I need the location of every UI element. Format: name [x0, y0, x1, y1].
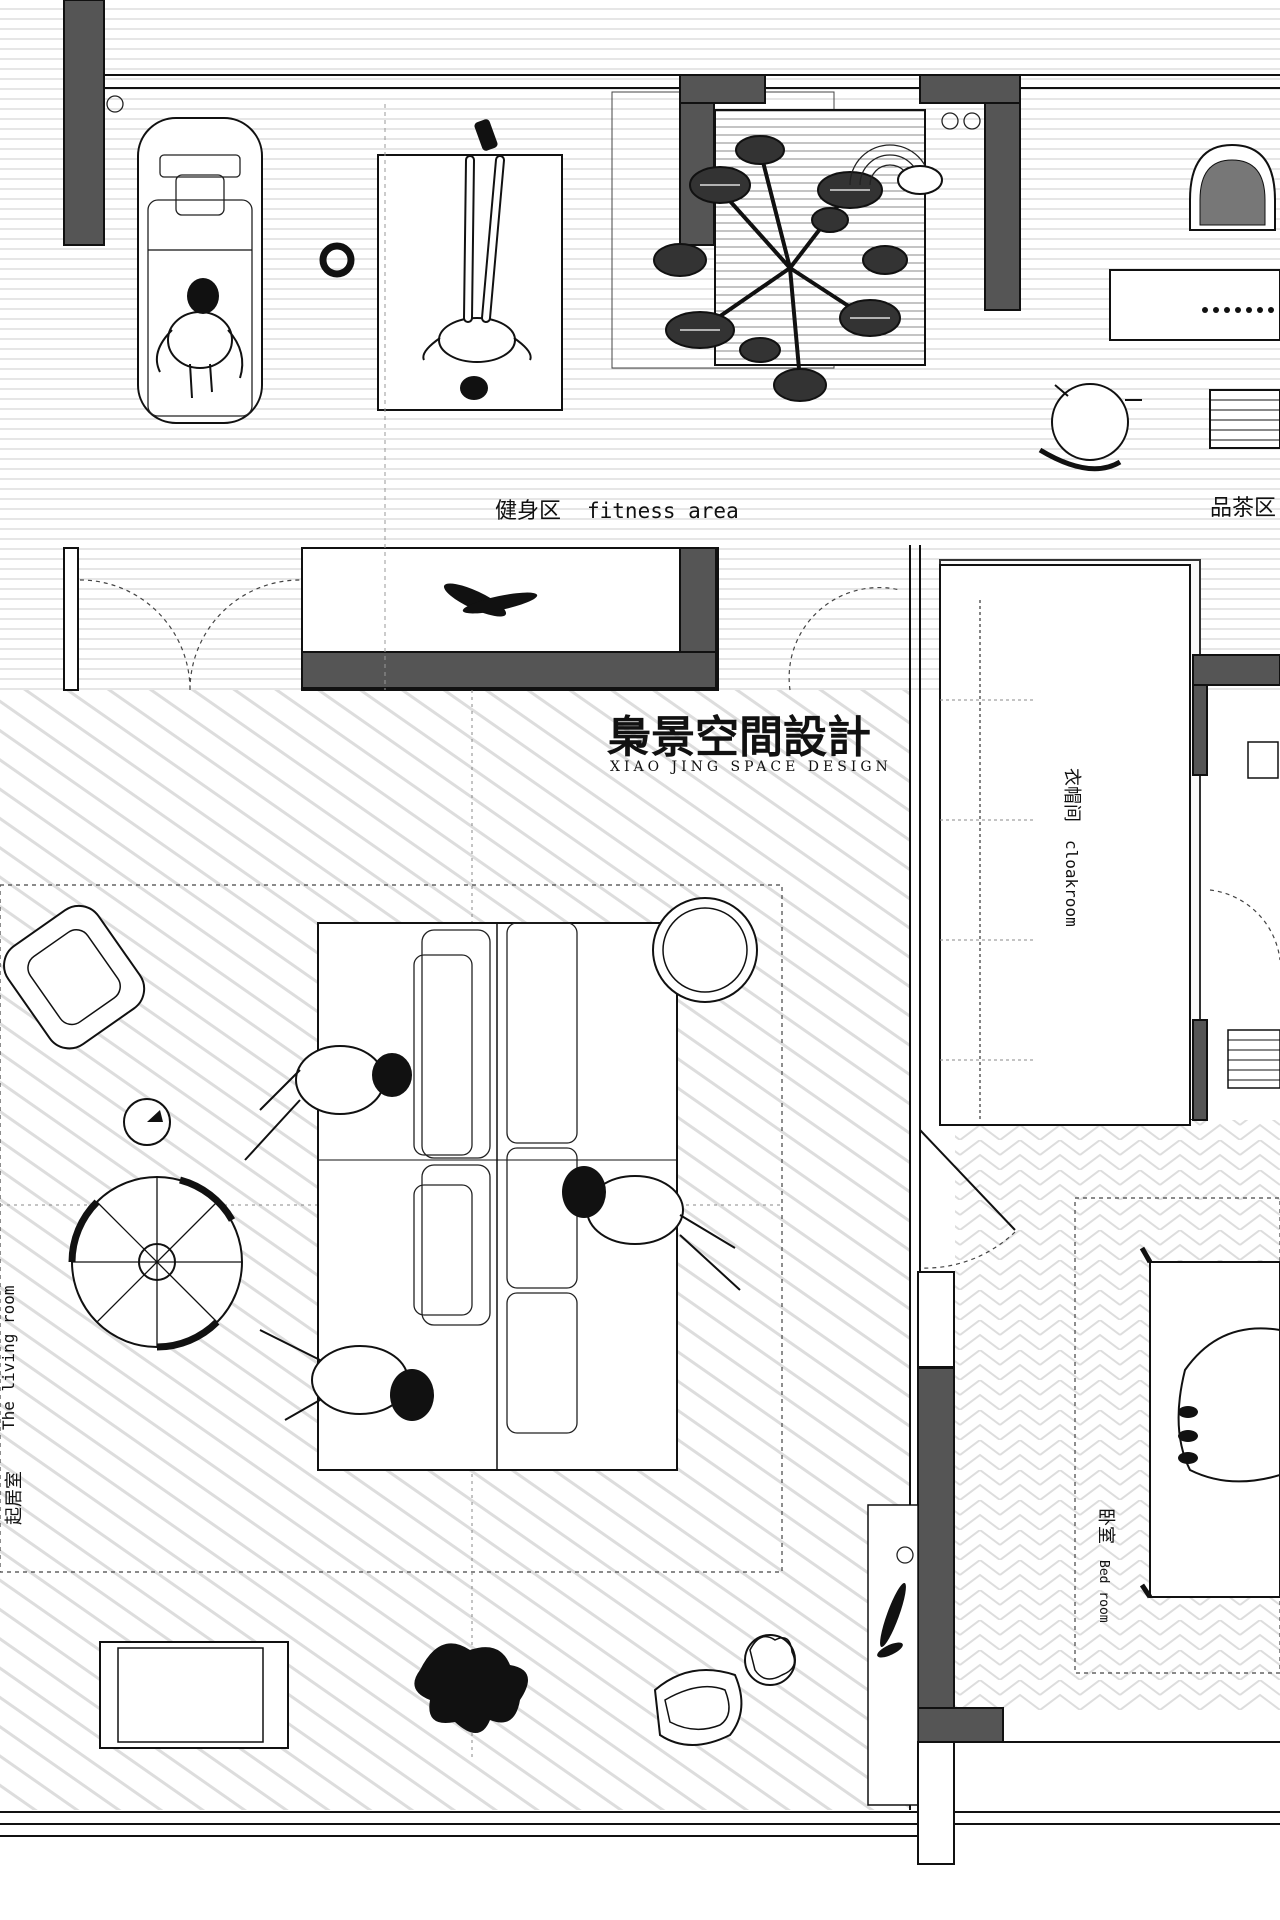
bed-nightstand: [867, 1504, 919, 1806]
tea-dots-icon: [1202, 307, 1274, 313]
fitness-label-cn: 健身区: [495, 499, 561, 524]
living-rug: [0, 884, 783, 1573]
bed-nightstand-decor-icon: [877, 1582, 906, 1658]
wall-courtyard-cap: [679, 74, 766, 104]
sofa-icon: [413, 922, 578, 1434]
bedroom-label-en: Bed room: [1096, 1560, 1111, 1623]
wall-bed-stub: [917, 1271, 955, 1368]
living-label-en: The living room: [0, 1286, 18, 1431]
wall-cloak-frame: [939, 564, 1191, 1126]
fitness-label-en: fitness area: [587, 499, 739, 523]
wall-bath-top: [1192, 654, 1280, 686]
bath-radiator-icon: [1227, 1029, 1280, 1089]
tea-label-cn: 品茶区: [1210, 496, 1276, 521]
cloakroom-label-en: cloakroom: [1062, 840, 1081, 927]
cloakroom-label-cn: 衣帽间: [1061, 768, 1082, 822]
wall-courtyard-right-cap: [919, 74, 1021, 104]
weight-plate-icon: [319, 242, 355, 278]
bed-icon: [1139, 1246, 1280, 1599]
bedroom-label-cn: 卧室: [1095, 1508, 1116, 1544]
round-table-icon: [1038, 383, 1142, 472]
brand-title: 梟景空間設計: [606, 712, 871, 763]
brand-subtitle: XIAO JING SPACE DESIGN: [610, 759, 892, 775]
wall-bottom-right-post: [917, 1741, 955, 1865]
wall-bed-left: [917, 1367, 955, 1709]
wall-bed-bottom: [917, 1707, 1004, 1743]
treadmill-icon: [137, 117, 263, 424]
tree-icon: [653, 135, 908, 402]
person-sitting-icon-2: [562, 1166, 741, 1291]
bedroom-rug: [1074, 1197, 1280, 1674]
dumbbell-icon: [443, 583, 538, 617]
lounge-chair-icon: [3, 904, 146, 1050]
stool-icon: [1209, 389, 1280, 449]
person-sitting-icon-3: [259, 1329, 434, 1421]
bench-icon: [99, 1641, 289, 1749]
living-label-cn: 起居室: [4, 1471, 25, 1525]
wall-bath-side: [1192, 684, 1208, 776]
wall-cabinet-bottom: [301, 651, 717, 689]
plant-icon: [744, 1634, 796, 1686]
side-table-icon: [652, 897, 758, 1003]
chair-icon: [653, 1669, 743, 1746]
round-table-icon-2: [68, 1176, 243, 1351]
wall-courtyard-right: [984, 74, 1021, 311]
wall-top-left: [63, 0, 105, 246]
person-sitting-icon: [244, 1045, 412, 1161]
person-running-icon: [156, 278, 244, 399]
armchair-icon: [1189, 143, 1276, 231]
zen-garden-icon: [849, 144, 943, 195]
wall-bath-lower: [1192, 1019, 1208, 1121]
wall-stub-left: [63, 547, 79, 691]
person-lying-icon: [422, 119, 532, 400]
tea-bench: [1109, 269, 1280, 341]
bath-sink-icon: [1247, 741, 1279, 779]
dog-rug-icon: [414, 1643, 528, 1734]
